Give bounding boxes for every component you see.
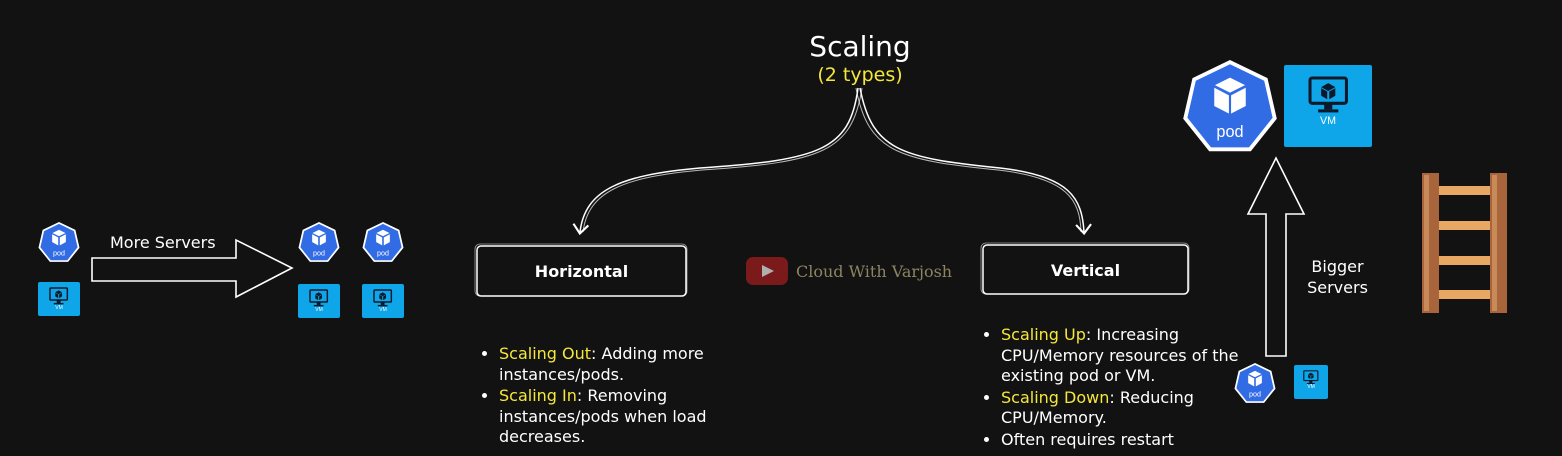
- more-servers-label: More Servers: [110, 233, 216, 252]
- horizontal-bullets: Scaling Out: Adding more instances/pods.…: [477, 344, 749, 449]
- list-item: Scaling In: Removing instances/pods when…: [499, 386, 749, 448]
- vm-icon: VM: [1284, 65, 1372, 147]
- connector-horizontal: [572, 87, 859, 236]
- list-item: Scaling Out: Adding more instances/pods.: [499, 344, 749, 385]
- watermark-text: Cloud With Varjosh: [796, 261, 953, 281]
- youtube-icon: [746, 257, 788, 285]
- page-subtitle: (2 types): [817, 64, 903, 86]
- svg-text:pod: pod: [313, 250, 325, 258]
- vm-icon: VM: [362, 284, 404, 318]
- svg-text:pod: pod: [1216, 123, 1243, 141]
- pod-icon: pod: [362, 222, 404, 264]
- list-item: Scaling Down: Reducing CPU/Memory.: [1001, 388, 1251, 429]
- bigger-servers-label: Bigger Servers: [1307, 257, 1368, 297]
- arrow-up-icon: [1246, 156, 1306, 357]
- connector-horizontal-sketch: [582, 87, 863, 233]
- horizontal-box: [474, 243, 688, 297]
- connector-vertical-sketch: [855, 87, 1082, 233]
- pod-icon: pod: [1234, 363, 1276, 405]
- connector-vertical: [859, 87, 1092, 236]
- vertical-bullets: Scaling Up: Increasing CPU/Memory resour…: [979, 325, 1251, 451]
- horizontal-label: Horizontal: [534, 262, 629, 281]
- page-title: Scaling: [809, 30, 911, 63]
- ladder-icon: [1422, 173, 1507, 313]
- vm-icon: VM: [1294, 365, 1328, 399]
- pod-icon: pod: [1182, 60, 1278, 156]
- vertical-box: [980, 242, 1190, 295]
- svg-text:pod: pod: [1249, 391, 1261, 399]
- svg-text:pod: pod: [377, 250, 389, 258]
- vm-icon: VM: [298, 284, 340, 318]
- watermark: Cloud With Varjosh: [746, 257, 952, 285]
- pod-icon: pod: [38, 222, 80, 264]
- pod-icon: pod: [298, 222, 340, 264]
- vertical-label: Vertical: [1050, 261, 1121, 280]
- list-item: Often requires restart: [1001, 430, 1251, 451]
- vm-icon: VM: [38, 282, 80, 316]
- arrow-right-icon: [91, 238, 294, 299]
- svg-text:pod: pod: [53, 250, 65, 258]
- list-item: Scaling Up: Increasing CPU/Memory resour…: [1001, 325, 1251, 387]
